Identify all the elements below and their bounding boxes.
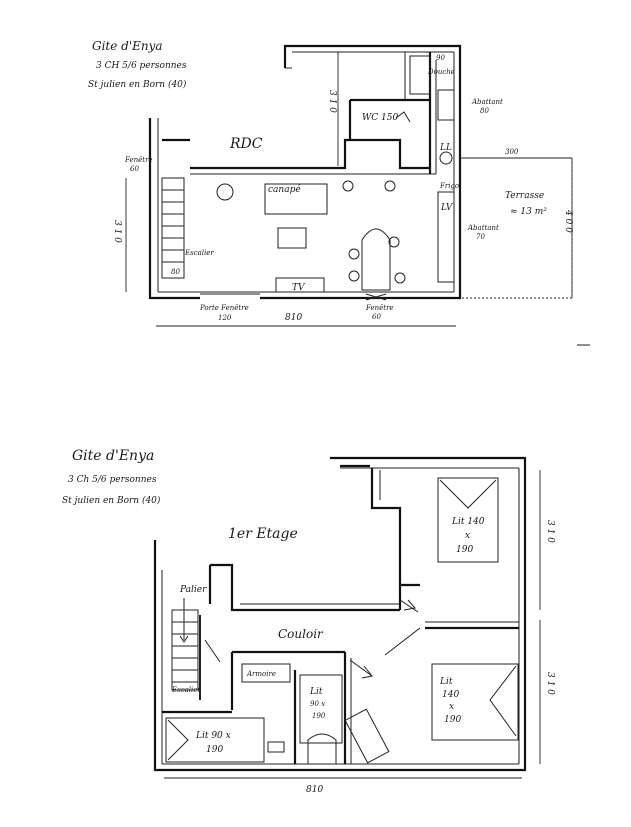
upper-title-line3: St julien en Born (40)	[62, 495, 161, 506]
armoire-label: Armoire	[246, 670, 276, 678]
ground-dim-310-label: 3 1 0	[327, 90, 337, 113]
upper-dim-310a-label: 3 1 0	[545, 520, 555, 543]
ground-dim-300-label: 300	[505, 148, 519, 156]
kitchen-counter-shape	[437, 191, 455, 283]
dining-table-shape	[361, 228, 391, 291]
palier-label: Palier	[179, 585, 207, 595]
ground-title-line2: 3 CH 5/6 personnes	[96, 61, 187, 71]
ground-outer-wall	[148, 44, 462, 300]
ground-dim-810-label: 810	[285, 313, 302, 323]
upper-level-label: 1er Etage	[228, 526, 298, 542]
chair-icon-1	[342, 180, 354, 192]
bed1-label: Lit 140	[451, 517, 485, 527]
bedroom1-door	[399, 599, 419, 613]
ground-floor-plan: Gite d'Enya 3 CH 5/6 personnes St julien…	[88, 39, 573, 327]
chair-icon-3	[348, 248, 360, 260]
tv-unit-shape	[275, 277, 325, 293]
coffee-table-shape	[277, 227, 307, 249]
ground-fenetre60b-dim: 60	[372, 313, 381, 321]
bed-90-bath-room: Lit 90 x 190	[299, 674, 343, 764]
upper-title-line2: 3 Ch 5/6 personnes	[68, 475, 157, 485]
ground-ll-label: LL	[439, 143, 452, 153]
ground-title-line1: Gite d'Enya	[92, 39, 163, 53]
bed4-length: 190	[206, 745, 223, 755]
ground-douche-dim: 90	[436, 54, 445, 62]
ground-abattant80-label: Abattant	[471, 98, 503, 106]
ground-abattant70-dim: 70	[476, 233, 485, 241]
desk-shape	[344, 708, 390, 764]
corridor-top-wall	[210, 563, 400, 612]
ground-terrasse-label: Terrasse	[505, 191, 544, 201]
bedroom2-door	[384, 627, 421, 656]
ground-terrasse-area: ≈ 13 m²	[510, 207, 547, 217]
wardrobe-shape	[241, 663, 291, 683]
terrace-outline	[459, 157, 573, 299]
ground-escalier-label: Escalier	[184, 249, 214, 257]
bed2-length: 190	[444, 715, 461, 725]
washing-machine-icon	[439, 151, 453, 165]
bed-90-room3: Lit 90 x 190	[165, 717, 265, 763]
chair-icon-2	[384, 180, 396, 192]
ground-dim-400-label: 4 0 0	[563, 209, 573, 233]
bed3-width: 90 x	[310, 700, 325, 708]
ground-abattant80-dim: 80	[480, 107, 489, 115]
upper-outer-wall	[153, 456, 527, 772]
bath-door	[349, 659, 373, 677]
upper-floor-plan: Gite d'Enya 3 Ch 5/6 personnes St julien…	[62, 448, 555, 795]
bed3-length: 190	[312, 712, 326, 720]
bed1-length: 190	[456, 545, 473, 555]
door-arrow-2	[361, 665, 373, 679]
bed2-label: Lit	[439, 677, 453, 687]
upper-dim-310b-label: 3 1 0	[545, 672, 555, 695]
bed1-x: x	[465, 531, 470, 541]
bed4-label: Lit 90 x	[195, 731, 231, 741]
ground-fenetre60a-dim: 60	[130, 165, 139, 173]
ground-abattant70-label: Abattant	[467, 224, 499, 232]
ground-title-line3: St julien en Born (40)	[88, 79, 187, 90]
sofa-shape	[264, 183, 328, 215]
door-arrow-1	[403, 599, 416, 611]
ground-frigo-label: Frigo	[439, 182, 459, 190]
ground-porte-fenetre-label: Porte Fenêtre	[199, 304, 249, 312]
ground-douche-label: Douche	[427, 68, 455, 76]
ground-dim-310b-label: 3 1 0	[112, 220, 122, 243]
shower-tray	[409, 55, 431, 95]
ground-living-top-wall	[190, 138, 430, 170]
upper-dim-810-label: 810	[306, 785, 323, 795]
lamp-icon	[216, 183, 234, 201]
washbasin-shape	[437, 89, 455, 121]
couloir-label: Couloir	[278, 627, 324, 641]
stairs-ground	[161, 177, 185, 279]
wc-arrow	[395, 111, 411, 123]
ground-wc-label: WC 150	[362, 113, 398, 123]
ground-tv-label: TV	[292, 283, 306, 293]
ground-stair-dim: 80	[171, 268, 180, 276]
chest-shape	[267, 741, 285, 753]
bed-140-room2: Lit 140 x 190	[431, 663, 519, 741]
ground-lv-label: LV	[440, 203, 454, 213]
ground-fenetre60b-label: Fenêtre	[365, 304, 394, 312]
bedroom1-wall	[370, 468, 420, 587]
bed2-width: 140	[442, 690, 459, 700]
ground-porte-fenetre-dim: 120	[218, 314, 232, 322]
window-mark-ground	[365, 293, 387, 301]
ground-canape-label: canapé	[268, 184, 301, 195]
chair-icon-5	[388, 236, 400, 248]
bed-140-room1: Lit 140 x 190	[437, 477, 499, 563]
upper-title-line1: Gite d'Enya	[72, 448, 154, 464]
ground-level-label: RDC	[229, 136, 263, 152]
stairs-upper	[171, 598, 221, 700]
bed2-x: x	[449, 702, 454, 712]
chair-icon-4	[348, 270, 360, 282]
bed3-label: Lit	[309, 687, 323, 697]
chair-icon-6	[394, 272, 406, 284]
ground-fenetre60a-label: Fenêtre	[124, 156, 153, 164]
